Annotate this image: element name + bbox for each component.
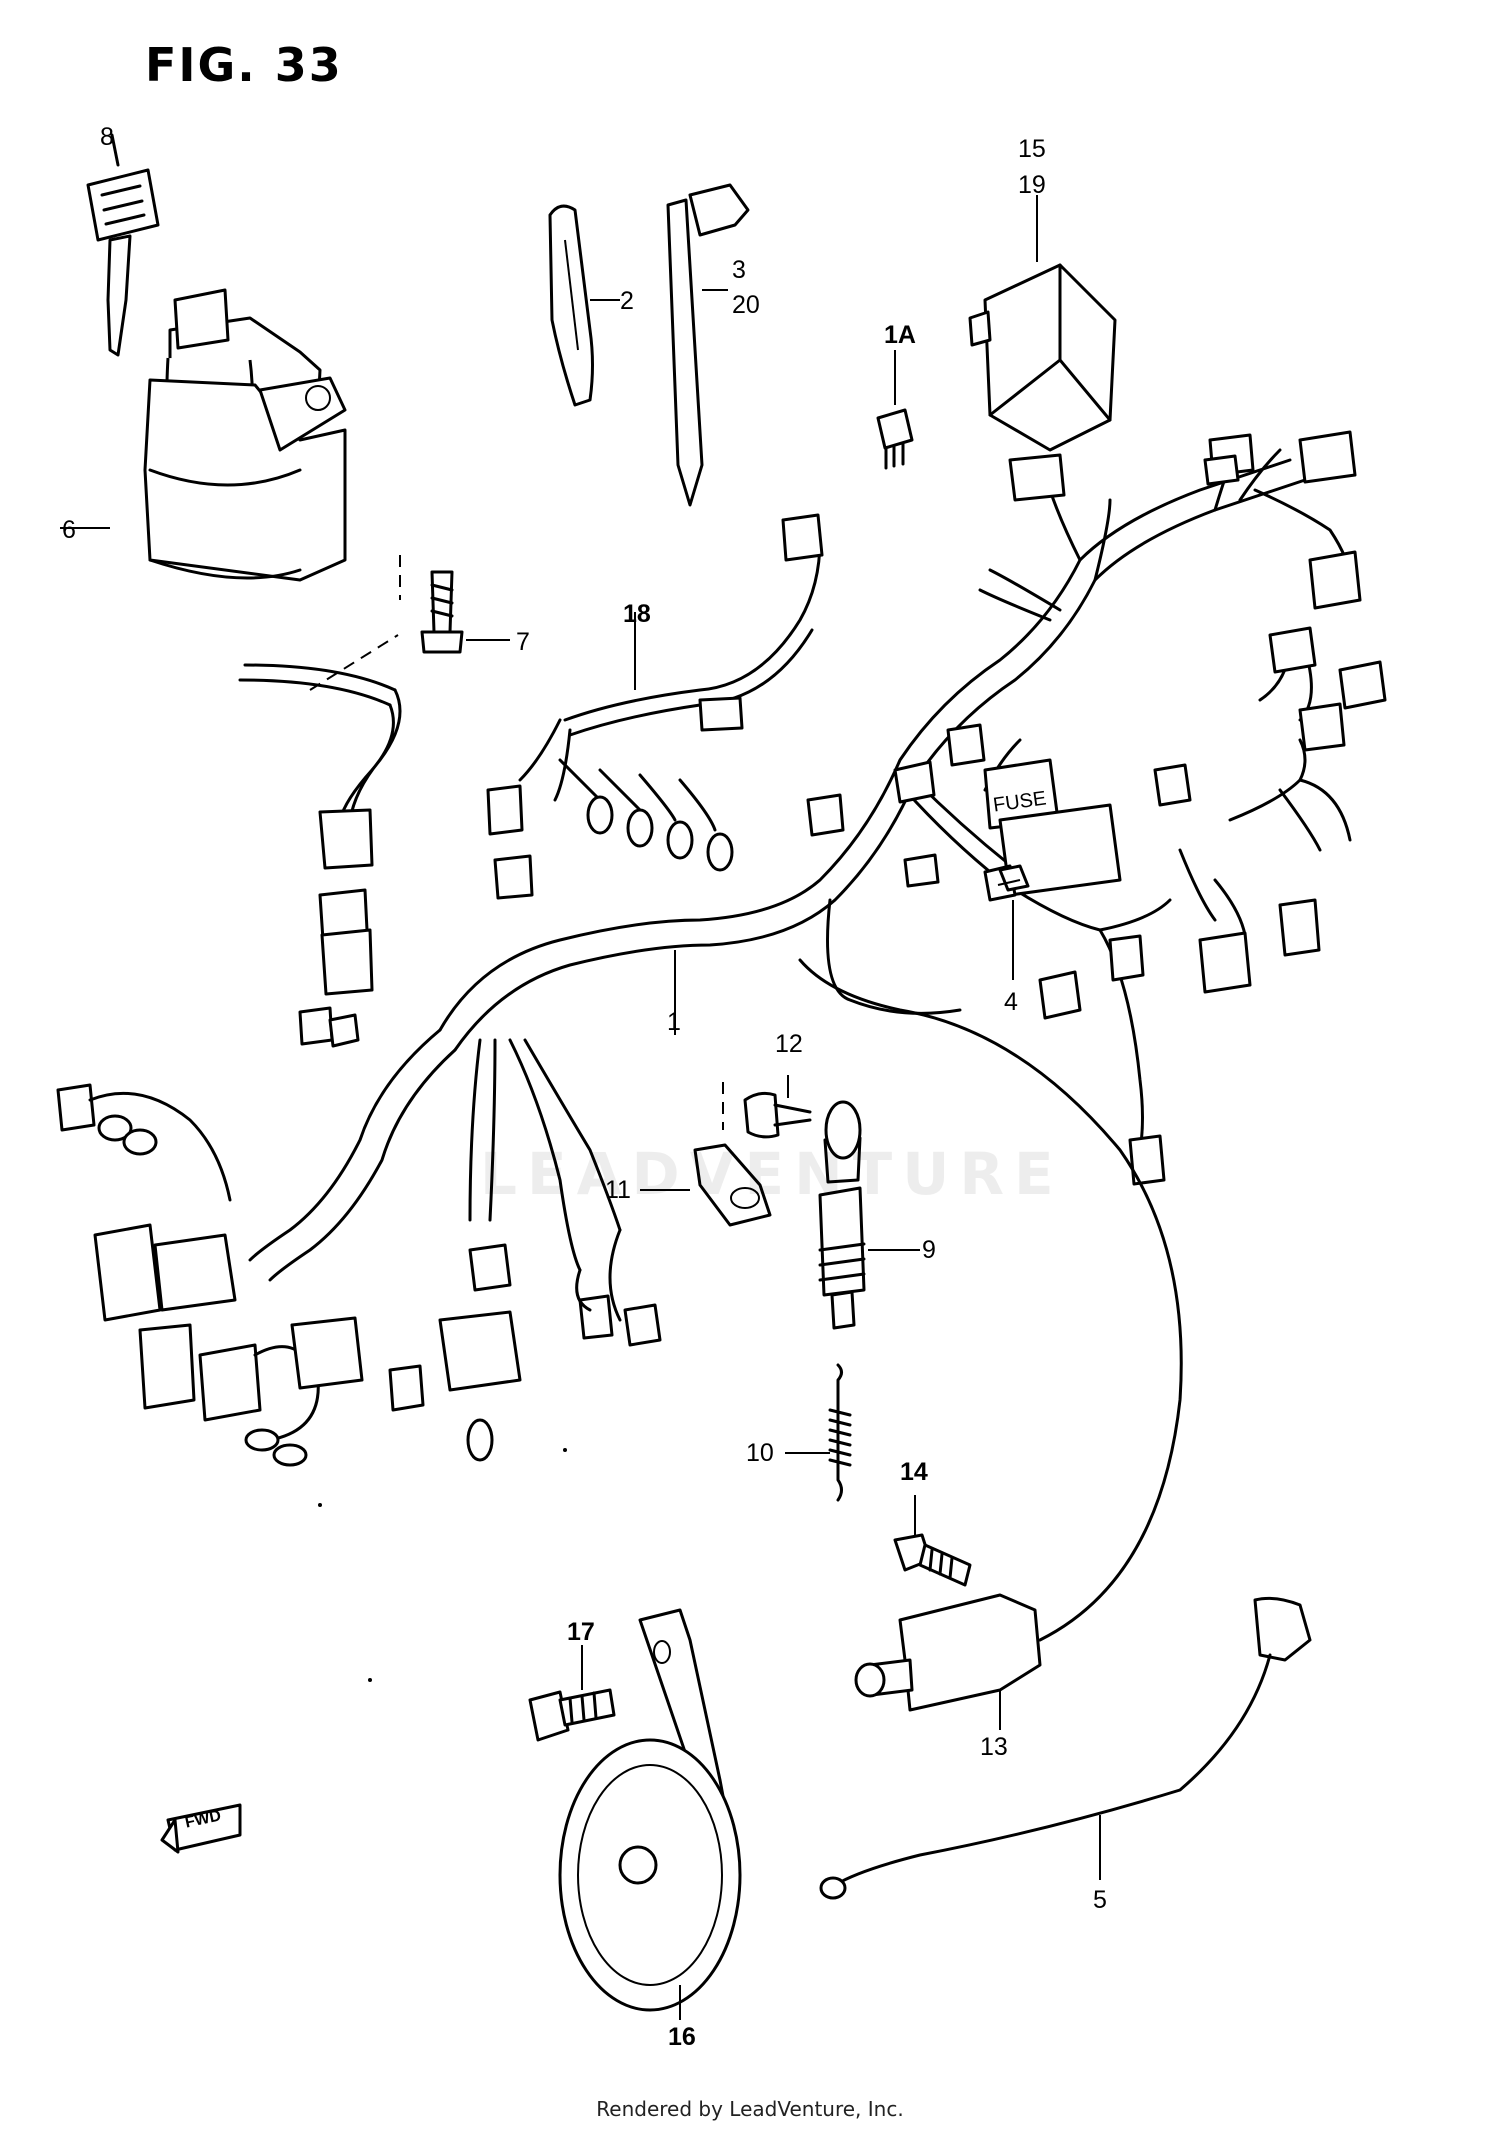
key-part: [86, 133, 160, 357]
callout-5: 5: [1093, 1886, 1107, 1914]
spring-10-part: [785, 1363, 852, 1502]
relay-unit-part: [968, 195, 1117, 452]
callout-16: 16: [668, 2023, 696, 2051]
callout-14: 14: [900, 1458, 928, 1486]
callout-9: 9: [922, 1236, 936, 1264]
callout-4: 4: [1004, 988, 1018, 1016]
callout-12: 12: [775, 1030, 803, 1058]
callout-1a: 1A: [884, 321, 916, 349]
callout-8: 8: [100, 123, 114, 151]
callout-7: 7: [516, 628, 530, 656]
callout-13: 13: [980, 1733, 1008, 1761]
callout-18: 18: [623, 600, 651, 628]
screw-part: [399, 555, 510, 654]
callout-6: 6: [62, 516, 76, 544]
fuse-box-part: [983, 758, 1122, 980]
screw-12-part: [722, 1075, 812, 1139]
callout-15: 15: [1018, 135, 1046, 163]
harness-connectors: [56, 430, 1387, 1467]
bracket-11-part: [640, 1143, 772, 1227]
switch-9-part: [818, 1100, 920, 1330]
callout-19: 19: [1018, 171, 1046, 199]
bolt-17-part: [528, 1645, 616, 1742]
callout-1: 1: [667, 1008, 681, 1036]
forward-arrow-icon: [160, 1803, 242, 1854]
bolt-14-part: [893, 1495, 972, 1587]
brake-switch-13-part: [798, 958, 1183, 1730]
ignition-switch-part: [60, 288, 402, 870]
clamp-part: [548, 204, 620, 407]
figure-title: FIG. 33: [145, 38, 343, 92]
callout-2: 2: [620, 287, 634, 315]
callout-3: 3: [732, 256, 746, 284]
ground-wire-5-part: [819, 1596, 1312, 1900]
callout-17: 17: [567, 1618, 595, 1646]
watermark: LEADVENTURE: [480, 1140, 1064, 1208]
callout-10: 10: [746, 1439, 774, 1467]
sub-harness-part: [486, 513, 824, 900]
cable-tie-part: [666, 183, 750, 507]
footer-credit: Rendered by LeadVenture, Inc.: [596, 2097, 904, 2121]
horn-part: [558, 1608, 742, 2020]
callout-20: 20: [732, 291, 760, 319]
callout-11: 11: [605, 1176, 631, 1204]
fuse-part: [876, 350, 914, 470]
